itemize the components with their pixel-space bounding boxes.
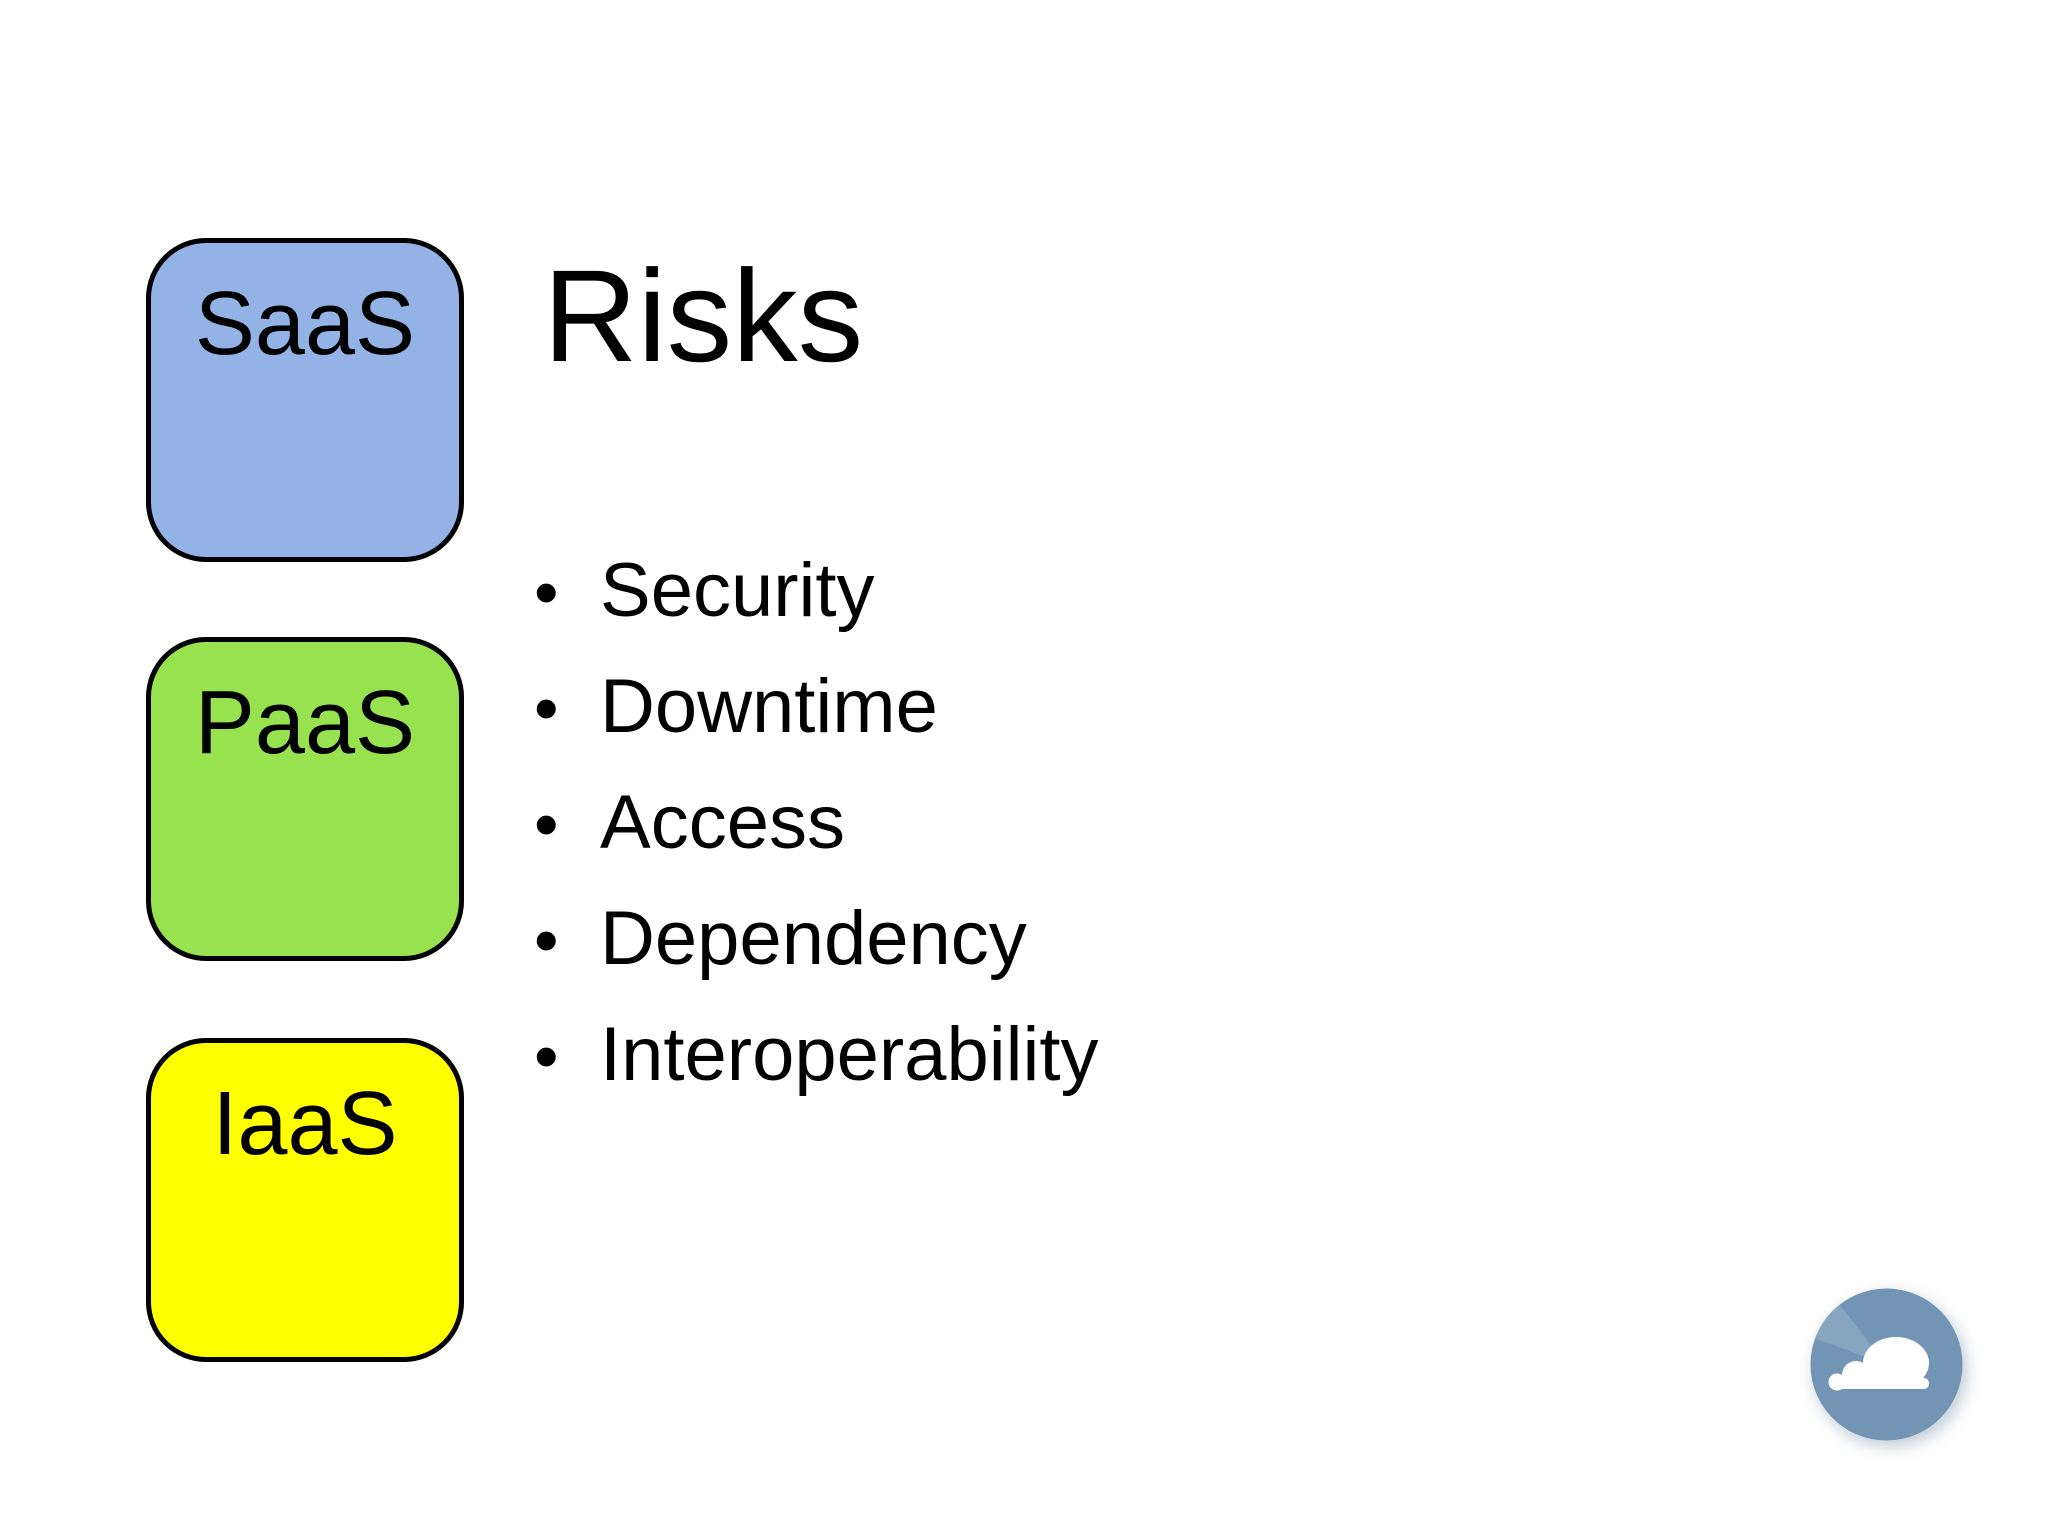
service-box-saas: SaaS (146, 238, 464, 562)
list-item-label: Dependency (600, 896, 1027, 981)
service-box-saas-label: SaaS (194, 274, 416, 374)
cloud-logo (1810, 1288, 1963, 1441)
list-item-security: • Security (534, 533, 1099, 649)
bullet-marker: • (534, 1017, 559, 1095)
service-box-iaas: IaaS (146, 1038, 464, 1362)
list-item-label: Access (600, 780, 845, 865)
page-title: Risks (543, 242, 864, 389)
service-box-paas: PaaS (146, 637, 464, 961)
bullet-marker: • (534, 901, 559, 979)
list-item-interoperability: • Interoperability (534, 997, 1099, 1113)
bullet-marker: • (534, 669, 559, 747)
bullet-marker: • (534, 785, 559, 863)
list-item-access: • Access (534, 765, 1099, 881)
list-item-dependency: • Dependency (534, 881, 1099, 997)
cloud-icon (1828, 1337, 1929, 1391)
service-box-paas-label: PaaS (194, 673, 416, 773)
service-box-iaas-label: IaaS (212, 1074, 398, 1174)
list-item-label: Downtime (600, 664, 938, 749)
risk-list: • Security • Downtime • Access • Depende… (534, 533, 1099, 1113)
list-item-label: Security (600, 548, 875, 633)
list-item-label: Interoperability (600, 1012, 1099, 1097)
bullet-marker: • (534, 553, 559, 631)
list-item-downtime: • Downtime (534, 649, 1099, 765)
